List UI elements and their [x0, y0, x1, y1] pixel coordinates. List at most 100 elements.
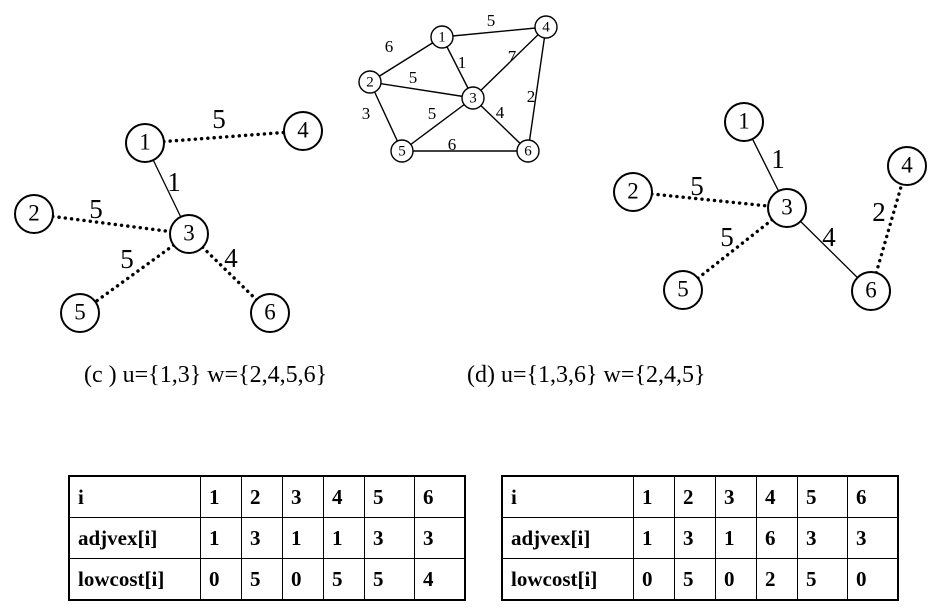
table-cell: 5 [241, 558, 283, 601]
table-cell: 1 [323, 517, 365, 559]
caption-d: (d) u={1,3,6} w={2,4,5} [467, 362, 706, 388]
row-header-cell: adjvex[i] [501, 517, 634, 559]
edge-2-3 [32, 212, 191, 236]
weight-label-2-3: 5 [89, 194, 103, 224]
node-label-2: 2 [627, 178, 639, 203]
node-circle-2 [14, 194, 54, 234]
table-cell: 1 [633, 475, 675, 518]
node-circle-3 [461, 86, 485, 110]
node-label-3: 3 [781, 194, 793, 219]
weight-label-3-4: 7 [508, 47, 517, 66]
edge-4-6 [527, 26, 547, 152]
edge-1-4 [441, 26, 547, 38]
table-cell: 1 [633, 517, 675, 559]
node-label-3: 3 [183, 220, 195, 245]
table-cell: 5 [364, 558, 415, 601]
node-circle-5 [390, 139, 414, 163]
node-circle-5 [663, 270, 703, 310]
weight-label-1-2: 6 [385, 37, 394, 56]
table-cell: 5 [674, 558, 716, 601]
caption-c: (c ) u={1,3} w={2,4,5,6} [84, 362, 328, 388]
weight-label-1-3: 1 [167, 167, 181, 197]
weight-label-2-3: 5 [690, 171, 704, 201]
table-cell: 4 [414, 558, 466, 601]
table-cell: 3 [674, 517, 716, 559]
row-header-cell: lowcost[i] [501, 558, 634, 601]
node-circle-2 [613, 172, 653, 212]
weight-label-3-5: 5 [720, 222, 734, 252]
node-label-5: 5 [398, 143, 406, 159]
table-cell: 4 [756, 475, 798, 518]
node-circle-5 [60, 293, 100, 333]
node-label-6: 6 [865, 277, 877, 302]
edge-2-3 [369, 81, 474, 99]
weight-label-1-3: 1 [771, 144, 785, 174]
table-cell: 1 [200, 475, 242, 518]
table-cell: 4 [323, 475, 365, 518]
node-circle-1 [430, 25, 454, 49]
table-cell: 3 [847, 517, 899, 559]
edge-2-3 [631, 190, 789, 210]
edge-3-5 [401, 97, 474, 152]
weight-label-3-6: 4 [224, 243, 238, 273]
table-cell: 1 [282, 517, 324, 559]
node-circle-4 [283, 111, 323, 151]
table-cell: 5 [797, 475, 848, 518]
node-label-3: 3 [469, 90, 477, 106]
row-header-cell: i [501, 475, 634, 518]
table-cell: 3 [414, 517, 466, 559]
table-cell: 2 [756, 558, 798, 601]
row-header-cell: i [68, 475, 201, 518]
node-circle-4 [887, 146, 927, 186]
node-circle-6 [250, 293, 290, 333]
row-header-cell: lowcost[i] [68, 558, 201, 601]
node-circle-3 [767, 188, 807, 228]
table-cell: 5 [323, 558, 365, 601]
edge-1-4 [143, 129, 305, 145]
weight-label-5-6: 6 [448, 135, 457, 154]
node-circle-6 [516, 139, 540, 163]
edge-3-4 [472, 26, 547, 99]
table-cell: 5 [364, 475, 415, 518]
node-label-5: 5 [74, 299, 86, 324]
node-label-6: 6 [524, 143, 532, 159]
table-cell: 6 [414, 475, 466, 518]
node-circle-6 [851, 271, 891, 311]
weight-label-2-5: 3 [362, 104, 371, 123]
node-circle-2 [358, 70, 382, 94]
table-cell: 1 [715, 517, 757, 559]
table-cell: 3 [364, 517, 415, 559]
table-cell: 0 [715, 558, 757, 601]
table-cell: 5 [797, 558, 848, 601]
table-cell: 3 [282, 475, 324, 518]
table-cell: 0 [847, 558, 899, 601]
table-cell: 0 [200, 558, 242, 601]
edge-3-5 [78, 232, 191, 315]
weight-label-2-3: 5 [409, 68, 418, 87]
node-label-4: 4 [901, 152, 913, 177]
node-circle-4 [534, 15, 558, 39]
table-cell: 6 [756, 517, 798, 559]
node-label-4: 4 [297, 117, 309, 142]
weight-label-1-4: 5 [487, 11, 496, 30]
weight-label-3-5: 5 [120, 244, 134, 274]
weight-label-3-6: 4 [822, 222, 836, 252]
weight-label-3-5: 5 [428, 104, 437, 123]
node-label-1: 1 [438, 29, 446, 45]
weight-label-1-4: 5 [212, 104, 226, 134]
weight-label-6-4: 2 [872, 197, 886, 227]
node-label-2: 2 [28, 200, 40, 225]
table-cell: 3 [715, 475, 757, 518]
table-cell: 2 [241, 475, 283, 518]
node-label-4: 4 [542, 19, 550, 35]
